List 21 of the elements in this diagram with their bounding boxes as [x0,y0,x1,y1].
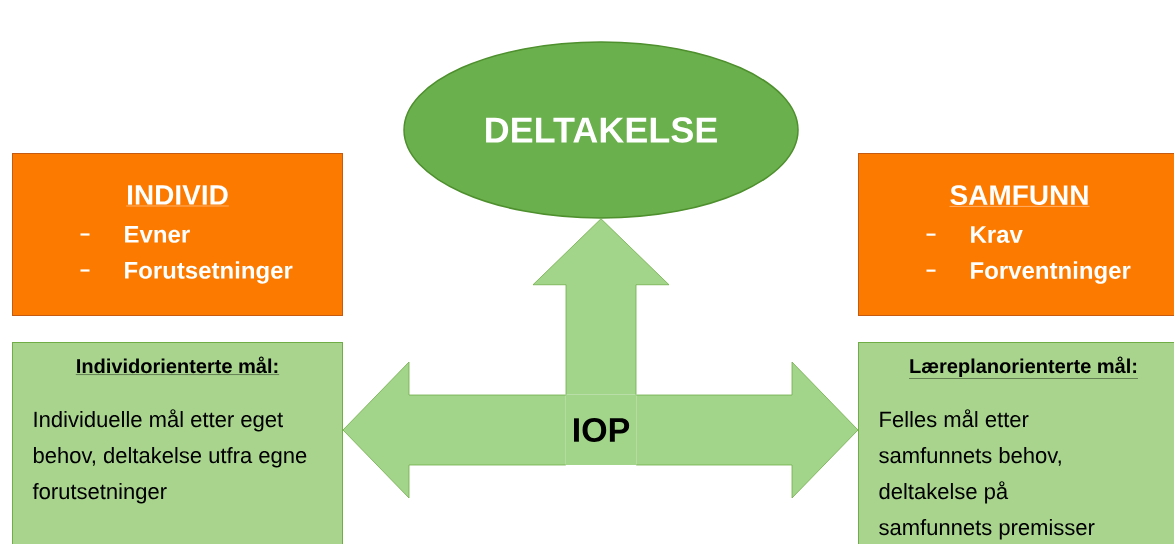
heading-box [12,153,343,316]
arrow-hub [566,395,636,465]
node-title: DELTAKELSE [486,117,717,143]
box-heading: INDIVID [125,185,230,207]
block-arrow [635,361,859,499]
box-text: Individuelle mål etter eget behov, deltakelse utfra egne forutsetninger [32,409,307,504]
box-heading: Læreplanorienterte mål: [908,356,1139,379]
text-box [12,342,343,544]
heading-box [858,153,1174,316]
box-text: Felles mål etter samfunnets behov, deltakelse på samfunnets premisser [879,409,1095,540]
text-box [858,342,1174,544]
block-arrow [342,361,567,499]
list-item: Krav [926,226,1023,243]
list-item: Forutsetninger [80,261,293,284]
box-heading: Individorienterte mål: [75,356,280,375]
ellipse [403,41,799,219]
block-arrow [532,218,670,396]
arrow-label: IOP [574,417,630,443]
box-heading: SAMFUNN [949,185,1090,207]
list-item: Forventninger [926,261,1131,284]
list-item: Evner [80,226,190,243]
